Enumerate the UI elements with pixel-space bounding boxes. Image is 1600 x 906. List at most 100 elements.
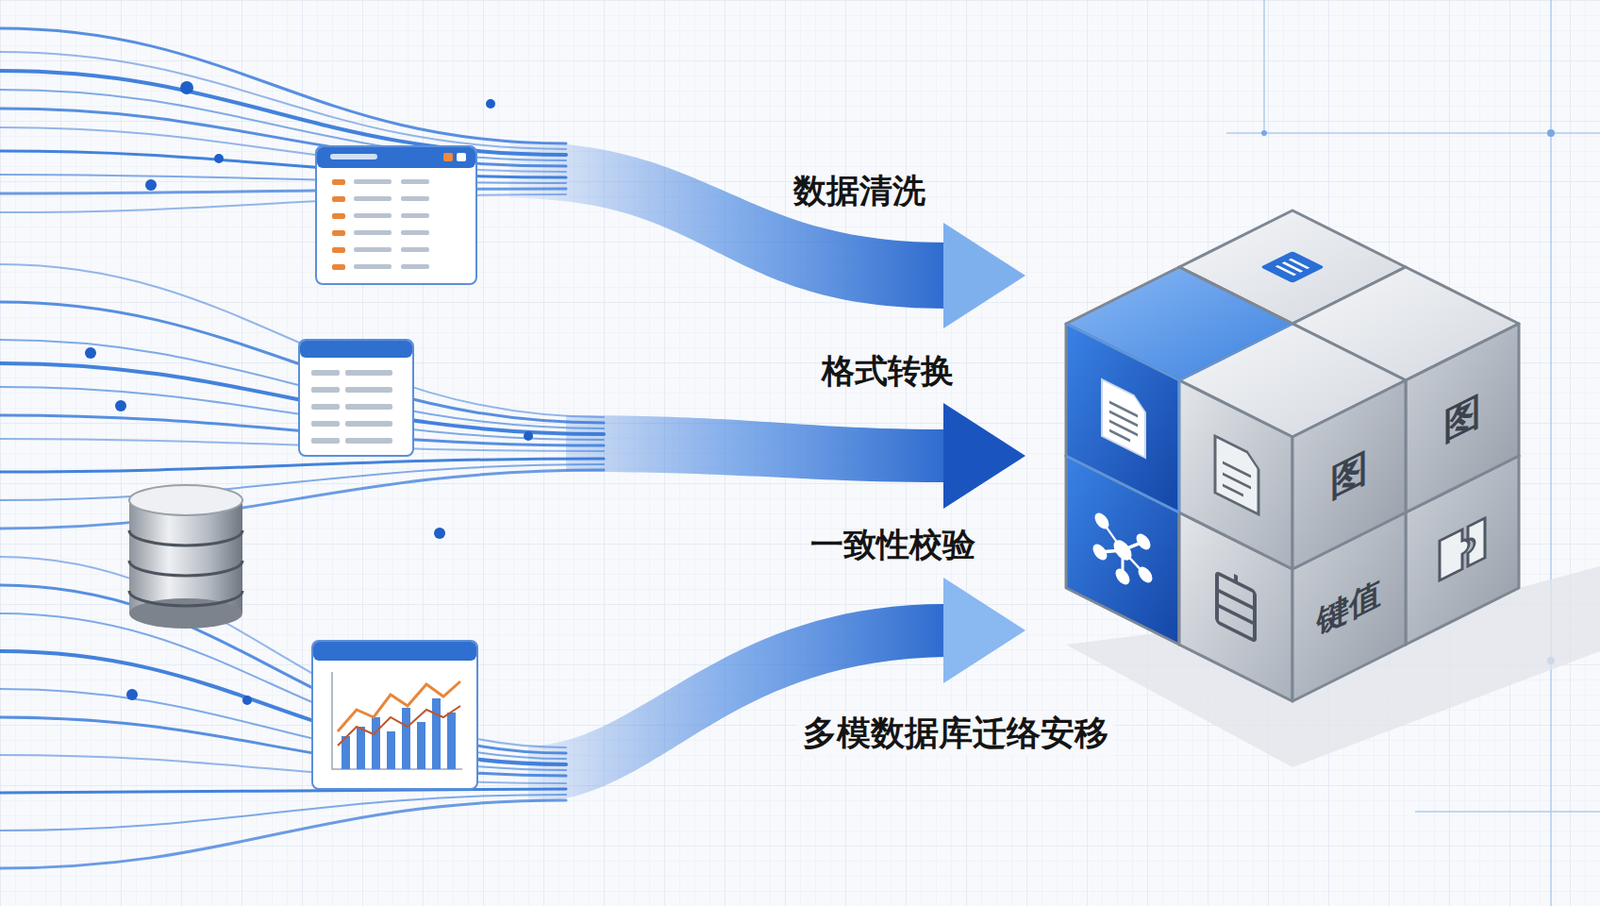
table-panel [353, 213, 392, 218]
accent-grid-lines [1226, 132, 1600, 134]
cube-middle [1179, 323, 1406, 569]
record-icon [1216, 572, 1255, 641]
stream-dots [126, 688, 138, 700]
flow-arrows [566, 415, 946, 483]
chart-panel [312, 640, 478, 789]
document-icon [1109, 401, 1138, 445]
table-panel [316, 147, 476, 168]
chart-panel [312, 640, 478, 789]
document-icon [1222, 462, 1251, 500]
label-anchor: 图 [1443, 385, 1482, 450]
table-panel [316, 146, 477, 284]
stream-dots [433, 527, 446, 539]
form-panel [311, 386, 340, 393]
table-panel [400, 264, 430, 269]
form-panel [345, 369, 393, 376]
table-panel [400, 230, 430, 235]
data-stream-lines [0, 688, 567, 770]
flow-arrows [509, 141, 946, 309]
data-stream-lines [0, 469, 604, 529]
accent-grid-lines [1415, 810, 1600, 813]
stream-dots [84, 347, 97, 359]
form-panel [311, 369, 393, 444]
form-panel [311, 437, 340, 444]
chart-panel [386, 731, 396, 769]
cube-glow-edges [1066, 323, 1293, 381]
accent-grid-lines [1263, 0, 1266, 133]
table-panel [443, 152, 453, 162]
cube-face-label: 键值 [1316, 571, 1382, 643]
data-stream-lines [0, 613, 567, 759]
data-stream-lines [0, 51, 567, 150]
chart-panel [432, 698, 441, 769]
table-panel [332, 247, 346, 253]
table-panel [353, 179, 430, 269]
document-icon [1101, 379, 1146, 458]
database-cylinder [129, 560, 243, 576]
data-stream-lines [0, 584, 567, 753]
form-panel [345, 437, 393, 444]
table-panel [456, 152, 467, 162]
step-label: 数据清洗 [793, 170, 926, 211]
stream-dots [84, 81, 534, 705]
data-stream-lines [0, 754, 567, 784]
chart-panel [356, 726, 366, 769]
chart-panel [313, 641, 477, 661]
data-stream-lines [0, 108, 567, 167]
table-panel [400, 247, 430, 252]
flow-arrows [509, 141, 1026, 802]
record-icon [1216, 604, 1255, 624]
table-panel [400, 213, 430, 218]
document-icon [1222, 484, 1244, 496]
graph-network-icon [1094, 543, 1106, 561]
cube-middle [1292, 380, 1406, 569]
table-panel [332, 196, 346, 202]
chart-panel [337, 705, 461, 746]
cube-face-label: 图 [1330, 442, 1368, 507]
step-label: 格式转换 [821, 350, 954, 391]
cube-face-label: 图 [1443, 385, 1482, 450]
storage-cubes [1066, 210, 1519, 701]
stream-dots [180, 81, 194, 95]
label-anchor: 格式转换 [821, 350, 954, 391]
table-panel [332, 179, 346, 185]
table-panel [400, 179, 430, 184]
graph-network-icon [1096, 512, 1108, 530]
data-stream-lines [0, 464, 604, 500]
form-panel [311, 369, 340, 376]
table-panel [353, 179, 392, 184]
stream-dots [115, 400, 127, 412]
database-cylinder [129, 484, 243, 629]
list-icon [1276, 259, 1309, 276]
graph-network-icon [1139, 566, 1151, 584]
database-cylinder [129, 590, 243, 606]
document-icon [1215, 435, 1259, 515]
chart-panel [416, 721, 426, 769]
label-anchor: 一致性校验 [810, 524, 976, 565]
chart-panel [341, 698, 456, 769]
cube-middle [1179, 380, 1293, 569]
chart-panel [332, 671, 463, 769]
data-stream-lines [0, 70, 567, 155]
table-panel [332, 264, 346, 270]
table-panel [332, 230, 346, 236]
table-panel [353, 230, 392, 235]
flow-arrows [528, 603, 946, 802]
data-stream-lines [0, 194, 567, 213]
flow-arrows [943, 402, 1026, 509]
label-anchor: 多模数据库迁络安移 [797, 710, 1115, 755]
list-icon [1260, 250, 1325, 284]
document-icon [1215, 435, 1259, 515]
graph-network-icon [1115, 538, 1131, 562]
form-panel [345, 386, 393, 393]
table-panel [332, 179, 346, 270]
record-icon [1216, 565, 1255, 641]
database-cylinder [129, 484, 243, 516]
cube-top-right [1405, 323, 1519, 513]
chart-panel [447, 712, 456, 769]
data-stream-lines [0, 800, 567, 868]
table-panel [332, 213, 346, 219]
